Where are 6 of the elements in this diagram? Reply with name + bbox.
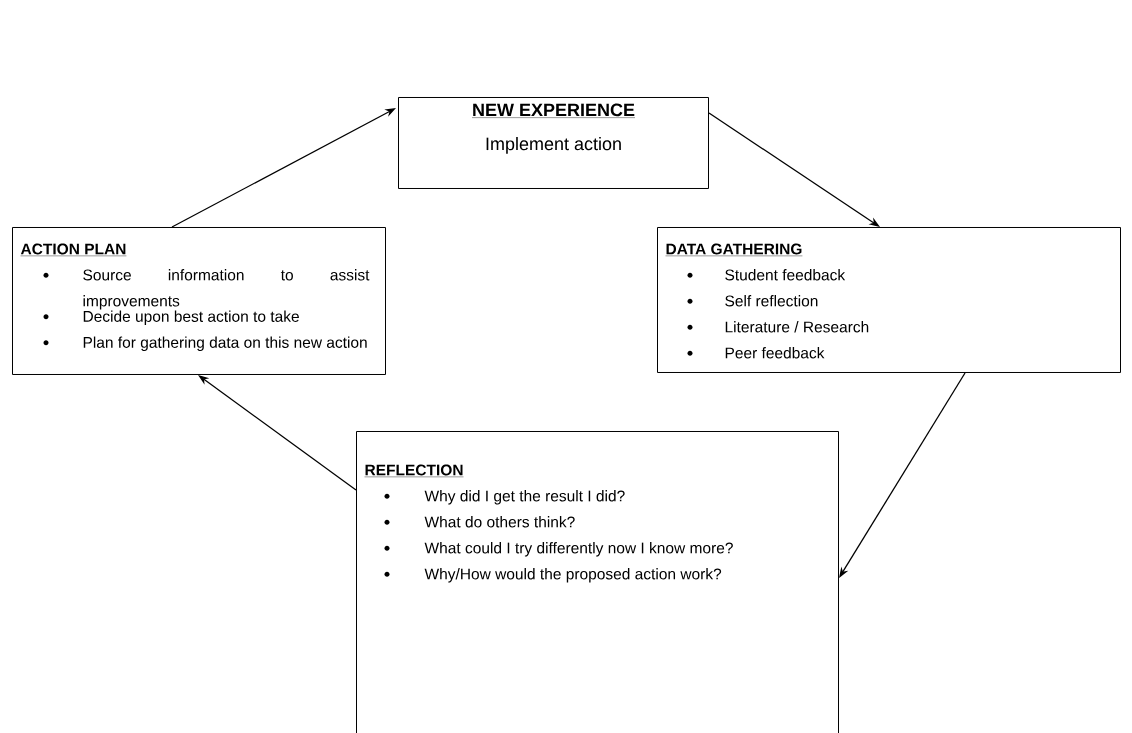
arrow: [708, 112, 880, 227]
process-box: REFLECTION Why did I get the result I did? What do others think? What could I try differently now I know more? Why/How would the proposed action work?: [356, 431, 839, 733]
arrow: [198, 375, 357, 491]
process-box: ACTION PLAN Source information to assist improvements Decide upon best action to take Plan for gathering data on this new action: [12, 227, 386, 375]
process-box: DATA GATHERING Student feedback Self reflection Literature / Research Peer feedback: [657, 227, 1121, 373]
process-box: NEW EXPERIENCE Implement action: [398, 97, 709, 189]
